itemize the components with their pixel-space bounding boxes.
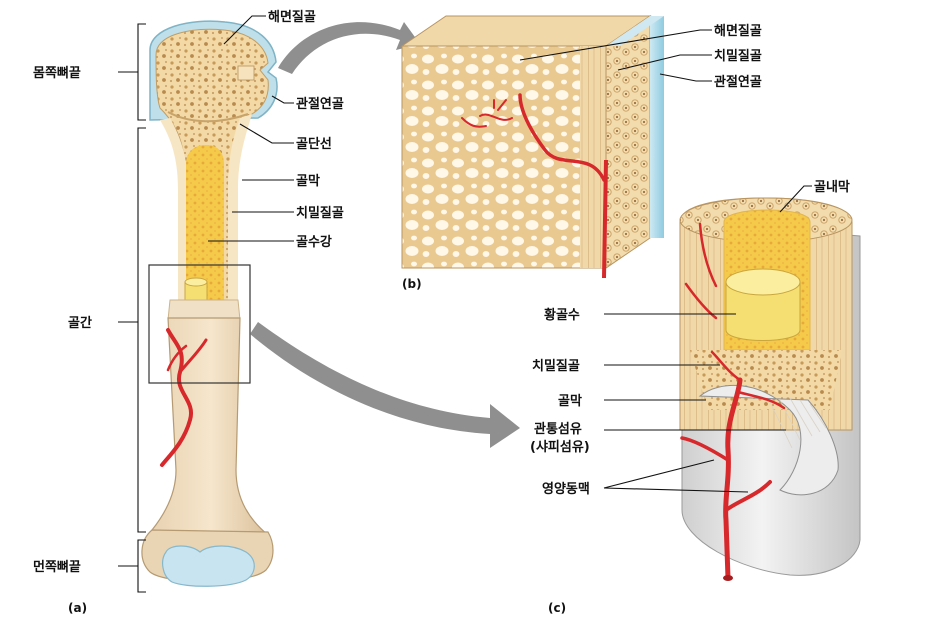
label-diaphysis: 골간 bbox=[68, 315, 92, 331]
label-compact-a: 치밀질골 bbox=[296, 205, 344, 221]
artery-b-small bbox=[479, 99, 513, 121]
long-bone-a bbox=[141, 20, 278, 587]
distal-cartilage bbox=[162, 545, 255, 587]
label-spongy-b: 해면질골 bbox=[714, 23, 762, 39]
compact-wall-left bbox=[160, 118, 188, 310]
bracket-proximal bbox=[137, 23, 146, 121]
label-cartilage-a: 관절연골 bbox=[296, 96, 344, 112]
arrow-to-b bbox=[278, 22, 420, 74]
artery-b-branch bbox=[518, 93, 606, 182]
bone-block-b bbox=[400, 15, 664, 279]
leader-cartilage-b bbox=[659, 73, 712, 82]
brackets bbox=[118, 23, 146, 593]
label-compact-b: 치밀질골 bbox=[714, 48, 762, 64]
block-side bbox=[605, 15, 651, 269]
leader-compact-b bbox=[617, 54, 712, 71]
label-yellow-marrow: 황골수 bbox=[544, 307, 580, 323]
label-perforating-2: (샤피섬유) bbox=[530, 439, 590, 455]
detail-box bbox=[148, 264, 251, 384]
compact-wall-right bbox=[228, 114, 252, 310]
leader-spongy-b bbox=[519, 29, 712, 61]
label-epiphyseal-line: 골단선 bbox=[296, 136, 332, 152]
block-compact-band bbox=[580, 46, 606, 268]
artery-a bbox=[160, 328, 194, 467]
label-perforating-1: 관통섬유 bbox=[534, 421, 582, 437]
arrow-to-c bbox=[250, 322, 520, 448]
label-spongy-a: 해면질골 bbox=[268, 9, 316, 25]
diaphysis-exterior bbox=[151, 317, 271, 549]
bracket-diaphysis bbox=[137, 127, 146, 533]
label-cartilage-b: 관절연골 bbox=[714, 74, 762, 90]
caption-c: (c) bbox=[548, 601, 566, 615]
artery-c-branch4 bbox=[684, 222, 718, 320]
spongy-lower-c bbox=[690, 350, 842, 410]
artery-c-branch2 bbox=[680, 436, 730, 462]
caption-a: (a) bbox=[68, 601, 87, 615]
label-compact-c: 치밀질골 bbox=[532, 358, 580, 374]
yellow-marrow bbox=[725, 281, 801, 341]
leader-cartilage-a bbox=[271, 95, 294, 104]
leader-endosteum bbox=[779, 185, 812, 213]
label-medullary-cavity: 골수강 bbox=[296, 234, 332, 250]
block-cartilage-top bbox=[606, 16, 664, 46]
leader-spongy-a bbox=[223, 15, 266, 45]
artery-c-main bbox=[723, 377, 743, 581]
artery-a-branch2 bbox=[166, 344, 188, 372]
shaft-cut-face bbox=[167, 299, 241, 321]
artery-c-end bbox=[723, 575, 733, 581]
medullary-cavity-a bbox=[186, 145, 224, 300]
label-epiphysis-proximal: 몸쪽뼈끝 bbox=[33, 65, 81, 81]
epiphysis-notch bbox=[237, 65, 255, 81]
epiphyseal-line bbox=[167, 111, 249, 123]
block-spongy-front bbox=[401, 45, 607, 269]
leader-epiline-a bbox=[239, 123, 294, 144]
leader-nutrient-artery bbox=[603, 459, 749, 493]
marrow-plug-top bbox=[184, 277, 208, 287]
label-epiphysis-distal: 먼쪽뼈끝 bbox=[33, 559, 81, 575]
label-nutrient-artery: 영양동맥 bbox=[542, 481, 590, 497]
label-periosteum-a: 골막 bbox=[296, 173, 320, 189]
artery-b-small2 bbox=[461, 117, 487, 128]
block-cartilage bbox=[650, 16, 664, 238]
periosteum-flap bbox=[698, 384, 839, 496]
shaft-section-c bbox=[679, 197, 861, 581]
caption-b: (b) bbox=[402, 277, 422, 291]
artery-a-branch bbox=[178, 338, 208, 374]
label-endosteum: 골내막 bbox=[814, 179, 850, 195]
label-periosteum-c: 골막 bbox=[558, 393, 582, 409]
artery-c-branch3 bbox=[710, 350, 786, 410]
artery-c-branch1 bbox=[724, 480, 772, 512]
yellow-marrow-top bbox=[725, 268, 801, 296]
